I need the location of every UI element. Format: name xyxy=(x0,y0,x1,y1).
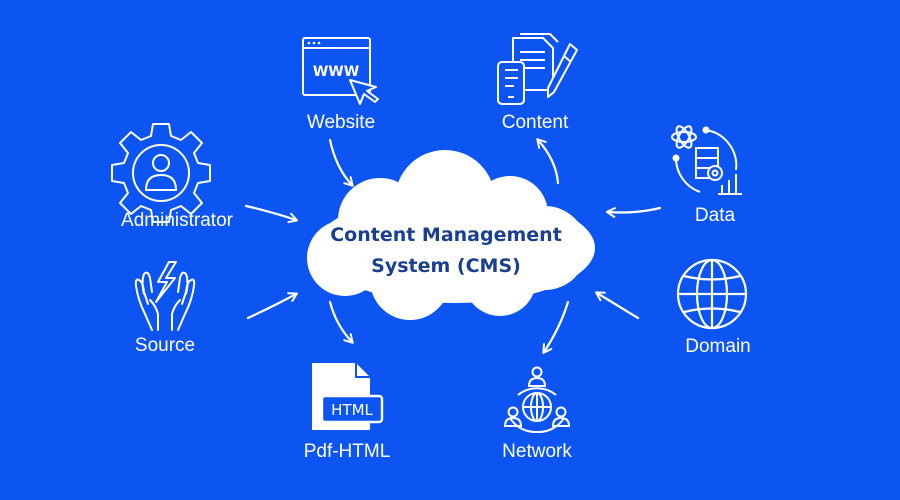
arrow-data xyxy=(605,206,662,218)
www-icon-text: WWW xyxy=(313,64,359,80)
content-document-pen-icon xyxy=(497,33,578,105)
label-network: Network xyxy=(502,441,572,462)
network-globe-users-icon xyxy=(503,366,571,434)
arrow-network xyxy=(542,300,570,354)
label-source: Source xyxy=(134,335,196,356)
pdf-html-file-icon xyxy=(312,363,384,430)
source-hands-lightning-icon xyxy=(134,261,196,331)
arrow-administrator xyxy=(244,204,299,224)
domain-globe-icon xyxy=(676,258,748,330)
label-administrator: Administrator xyxy=(121,210,233,231)
label-content: Content xyxy=(501,112,569,133)
label-pdf-html: Pdf-HTML xyxy=(303,441,391,462)
arrow-website xyxy=(328,138,354,187)
label-data: Data xyxy=(694,205,736,226)
cms-title-line-1: Content Management xyxy=(330,224,562,246)
label-domain: Domain xyxy=(685,336,751,357)
arrow-domain xyxy=(595,291,640,320)
cloud-shape xyxy=(307,150,595,320)
cms-title: Content Management System (CMS) xyxy=(330,220,562,282)
admin-gear-user-icon xyxy=(111,123,211,223)
arrow-source xyxy=(246,292,298,320)
browser-window-icon xyxy=(302,37,379,105)
html-icon-text: HTML xyxy=(331,401,373,419)
data-analytics-icon xyxy=(671,125,742,195)
label-website: Website xyxy=(306,112,376,133)
arrow-pdf-html xyxy=(328,300,354,344)
arrow-content xyxy=(536,138,560,185)
cms-title-line-2: System (CMS) xyxy=(371,255,521,277)
